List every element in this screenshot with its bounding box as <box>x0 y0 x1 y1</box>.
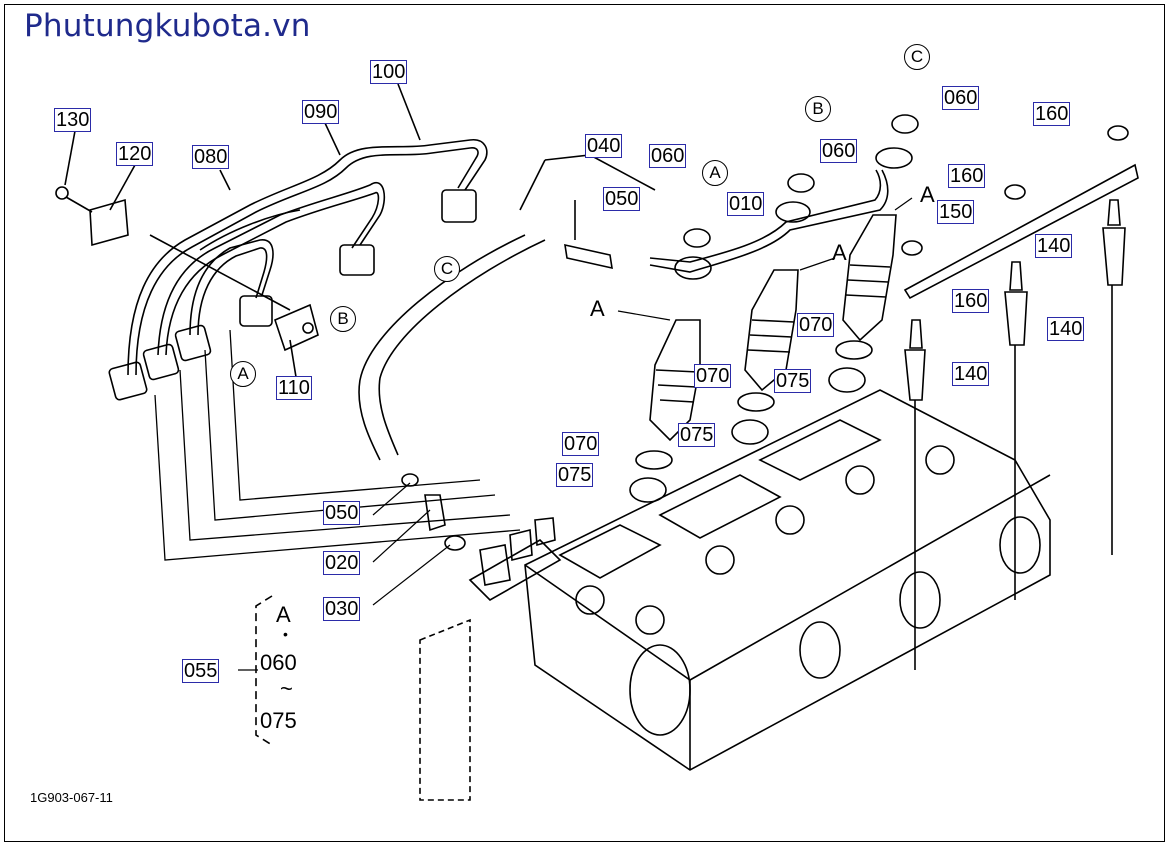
callout-055[interactable]: 055 <box>182 659 220 683</box>
injection-pipes <box>127 139 488 376</box>
kit-line-3: ~ <box>280 676 293 701</box>
callout-075-a[interactable]: 075 <box>556 463 594 487</box>
assembly-lines <box>154 329 521 561</box>
callout-020[interactable]: 020 <box>323 551 361 575</box>
callout-160-b[interactable]: 160 <box>948 164 986 188</box>
callout-120[interactable]: 120 <box>116 142 154 166</box>
callout-100[interactable]: 100 <box>370 60 408 84</box>
callout-040[interactable]: 040 <box>585 134 623 158</box>
diagram-frame <box>4 4 1165 842</box>
callout-160-c[interactable]: 160 <box>952 289 990 313</box>
callout-060-a[interactable]: 060 <box>649 144 687 168</box>
cylinder-head <box>419 389 1051 801</box>
washers-060 <box>683 114 919 248</box>
callout-140-c[interactable]: 140 <box>952 362 990 386</box>
callout-070-b[interactable]: 070 <box>694 364 732 388</box>
right-leaders <box>238 197 913 671</box>
callout-110[interactable]: 110 <box>276 376 312 400</box>
connector-b-top: B <box>805 96 831 122</box>
connector-a-bottom: A <box>230 361 256 387</box>
injection-nozzles <box>649 214 897 442</box>
callout-150[interactable]: 150 <box>937 200 975 224</box>
connector-a-top: A <box>702 160 728 186</box>
callout-080[interactable]: 080 <box>192 145 230 169</box>
kit-line-2: 060 <box>260 650 297 675</box>
arrow-label-a-1: A <box>590 296 605 321</box>
pipe-leaders <box>64 83 421 378</box>
callout-070-a[interactable]: 070 <box>562 432 600 456</box>
callout-060-c[interactable]: 060 <box>942 86 980 110</box>
callout-130[interactable]: 130 <box>54 108 92 132</box>
connector-c-bottom: C <box>434 256 460 282</box>
kit-line-4: 075 <box>260 708 297 733</box>
kit-line-1: A <box>276 602 291 627</box>
arrow-label-a-2: A <box>832 240 847 265</box>
callout-050-top[interactable]: 050 <box>603 187 641 211</box>
callout-090[interactable]: 090 <box>302 100 340 124</box>
connector-b-bottom: B <box>330 306 356 332</box>
brand-watermark: Phutungkubota.vn <box>24 8 311 44</box>
callout-070-c[interactable]: 070 <box>797 313 835 337</box>
arrow-label-a-3: A <box>920 182 935 207</box>
kit-bracket <box>255 595 273 746</box>
kit-dot: • <box>283 626 288 642</box>
callout-075-b[interactable]: 075 <box>678 423 716 447</box>
nozzle-seals <box>629 340 873 503</box>
connector-c-top: C <box>904 44 930 70</box>
leak-off-pipe <box>358 147 913 487</box>
glow-plugs <box>901 125 1139 670</box>
callout-050-bottom[interactable]: 050 <box>323 501 361 525</box>
callout-060-b[interactable]: 060 <box>820 139 858 163</box>
callout-075-c[interactable]: 075 <box>774 369 812 393</box>
callout-140-a[interactable]: 140 <box>1035 234 1073 258</box>
callout-160-a[interactable]: 160 <box>1033 102 1071 126</box>
callout-140-b[interactable]: 140 <box>1047 317 1085 341</box>
pipe-nuts <box>108 189 477 401</box>
callout-030[interactable]: 030 <box>323 597 361 621</box>
callout-010[interactable]: 010 <box>727 192 765 216</box>
drawing-code: 1G903-067-11 <box>30 790 113 805</box>
